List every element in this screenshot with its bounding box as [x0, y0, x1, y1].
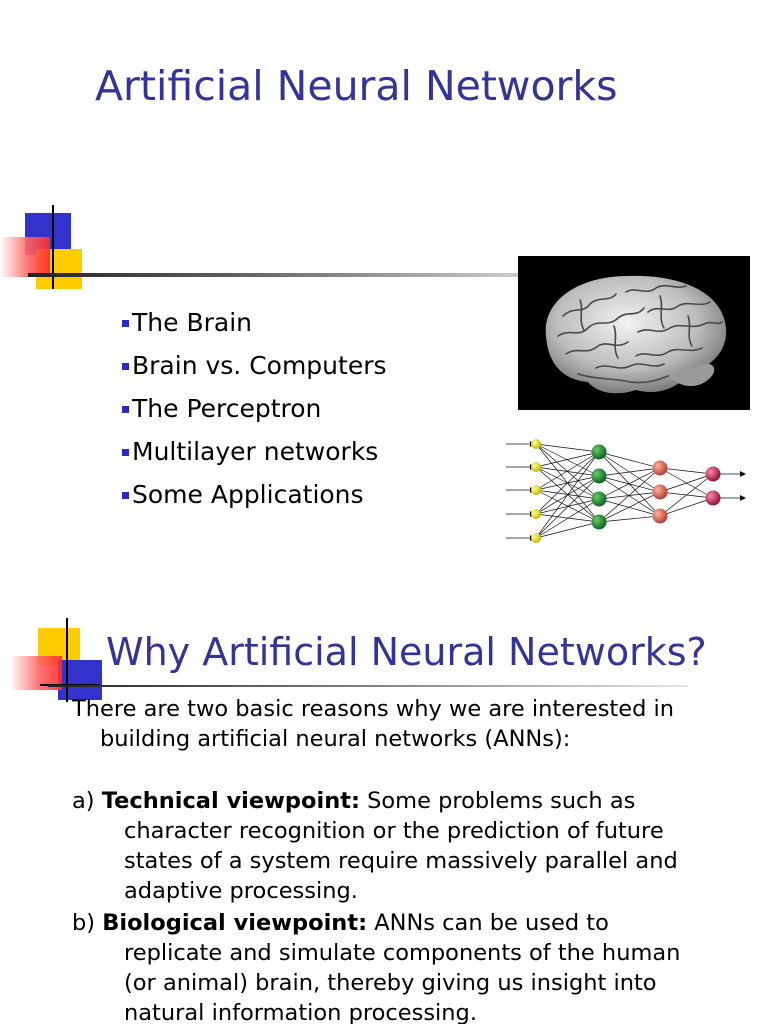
list-item: Multilayer networks — [122, 435, 387, 478]
item-b-heading: Biological viewpoint: — [102, 910, 368, 936]
brain-photo — [518, 256, 750, 410]
slide-2-title: Why Artificial Neural Networks? — [106, 630, 707, 674]
intro-line-1: There are two basic reasons why we are i… — [72, 696, 675, 722]
bullet-square-icon — [122, 406, 129, 413]
item-a-line-1: a) Technical viewpoint: Some problems su… — [72, 786, 635, 816]
item-b-line-3: (or animal) brain, thereby giving us ins… — [124, 970, 657, 996]
slide-1-title: Artificial Neural Networks — [95, 62, 618, 110]
item-a-line-4: adaptive processing. — [124, 878, 358, 904]
item-b-line-1: b) Biological viewpoint: ANNs can be use… — [72, 908, 609, 938]
item-b-line-4: natural information processing. — [124, 1000, 477, 1024]
item-a-marker: a) — [72, 788, 95, 814]
list-item: Brain vs. Computers — [122, 349, 387, 392]
intro-line-2: building artificial neural networks (ANN… — [100, 726, 571, 752]
deco-vertical-line — [52, 205, 54, 289]
list-item: Some Applications — [122, 478, 387, 521]
title-rule — [28, 273, 528, 277]
item-b-marker: b) — [72, 910, 96, 936]
item-a-line-3: states of a system require massively par… — [124, 848, 678, 874]
item-a-text: Some problems such as — [359, 788, 636, 814]
list-item: The Perceptron — [122, 392, 387, 435]
deco-vertical-line — [66, 618, 68, 702]
bullet-square-icon — [122, 492, 129, 499]
title-rule — [48, 685, 688, 687]
deco-blue-square — [58, 660, 102, 700]
slide-1: Artificial Neural Networks The Brain Bra… — [0, 62, 754, 556]
item-a-heading: Technical viewpoint: — [101, 788, 360, 814]
deco-red-square — [0, 237, 50, 277]
item-b-line-2: replicate and simulate components of the… — [124, 940, 681, 966]
list-item: The Brain — [122, 306, 387, 349]
bullet-square-icon — [122, 363, 129, 370]
bullet-square-icon — [122, 320, 129, 327]
topic-list: The Brain Brain vs. Computers The Percep… — [122, 306, 387, 521]
slide-2: Why Artificial Neural Networks? There ar… — [0, 590, 768, 1024]
item-a-line-2: character recognition or the prediction … — [124, 818, 664, 844]
corner-decoration — [0, 205, 100, 295]
corner-decoration — [0, 616, 110, 706]
bullet-square-icon — [122, 449, 129, 456]
neural-network-diagram — [504, 432, 754, 556]
item-b-text: ANNs can be used to — [367, 910, 609, 936]
